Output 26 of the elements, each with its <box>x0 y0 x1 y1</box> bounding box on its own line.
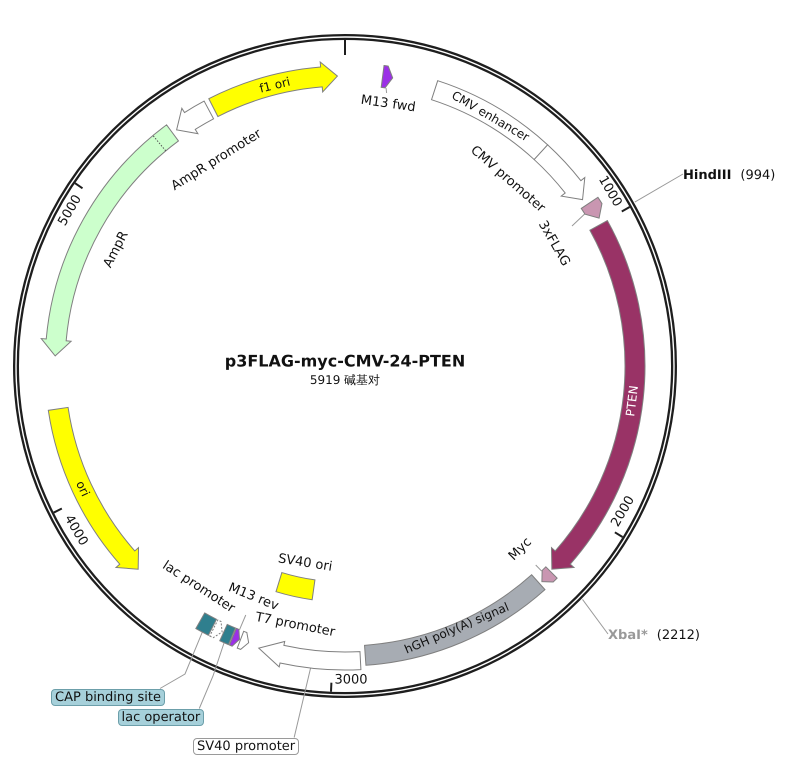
leader-line <box>294 668 312 738</box>
feature-label: M13 fwd <box>360 94 416 116</box>
leader-line <box>634 174 684 203</box>
feature-label: PTEN <box>624 385 642 418</box>
feature-label: T7 promoter <box>254 610 336 642</box>
feature-label: f1 ori <box>258 75 292 96</box>
feature-label: ori <box>72 478 92 499</box>
leader-line <box>198 642 225 709</box>
label-tag: CAP binding site <box>51 688 166 706</box>
leader-line <box>535 564 542 572</box>
feature-label: SV40 ori <box>276 552 334 576</box>
leader-line <box>572 213 586 226</box>
site-name: XbaI* <box>608 628 648 644</box>
label-tag: lac operator <box>118 708 204 726</box>
leader-line <box>582 598 608 634</box>
site-name: HindIII <box>683 168 732 184</box>
tick-label: 3000 <box>334 674 368 688</box>
leader-line <box>239 614 246 630</box>
feature-label: Myc <box>506 536 536 564</box>
leader-line <box>160 632 203 689</box>
site-position: (2212) <box>656 628 700 644</box>
site-position: (994) <box>740 168 776 184</box>
plasmid-title: p3FLAG-myc-CMV-24-PTEN <box>224 352 466 370</box>
leader-line <box>386 88 388 94</box>
plasmid-size: 5919 碱基对 <box>310 374 380 388</box>
label-tag: SV40 promoter <box>193 738 300 754</box>
